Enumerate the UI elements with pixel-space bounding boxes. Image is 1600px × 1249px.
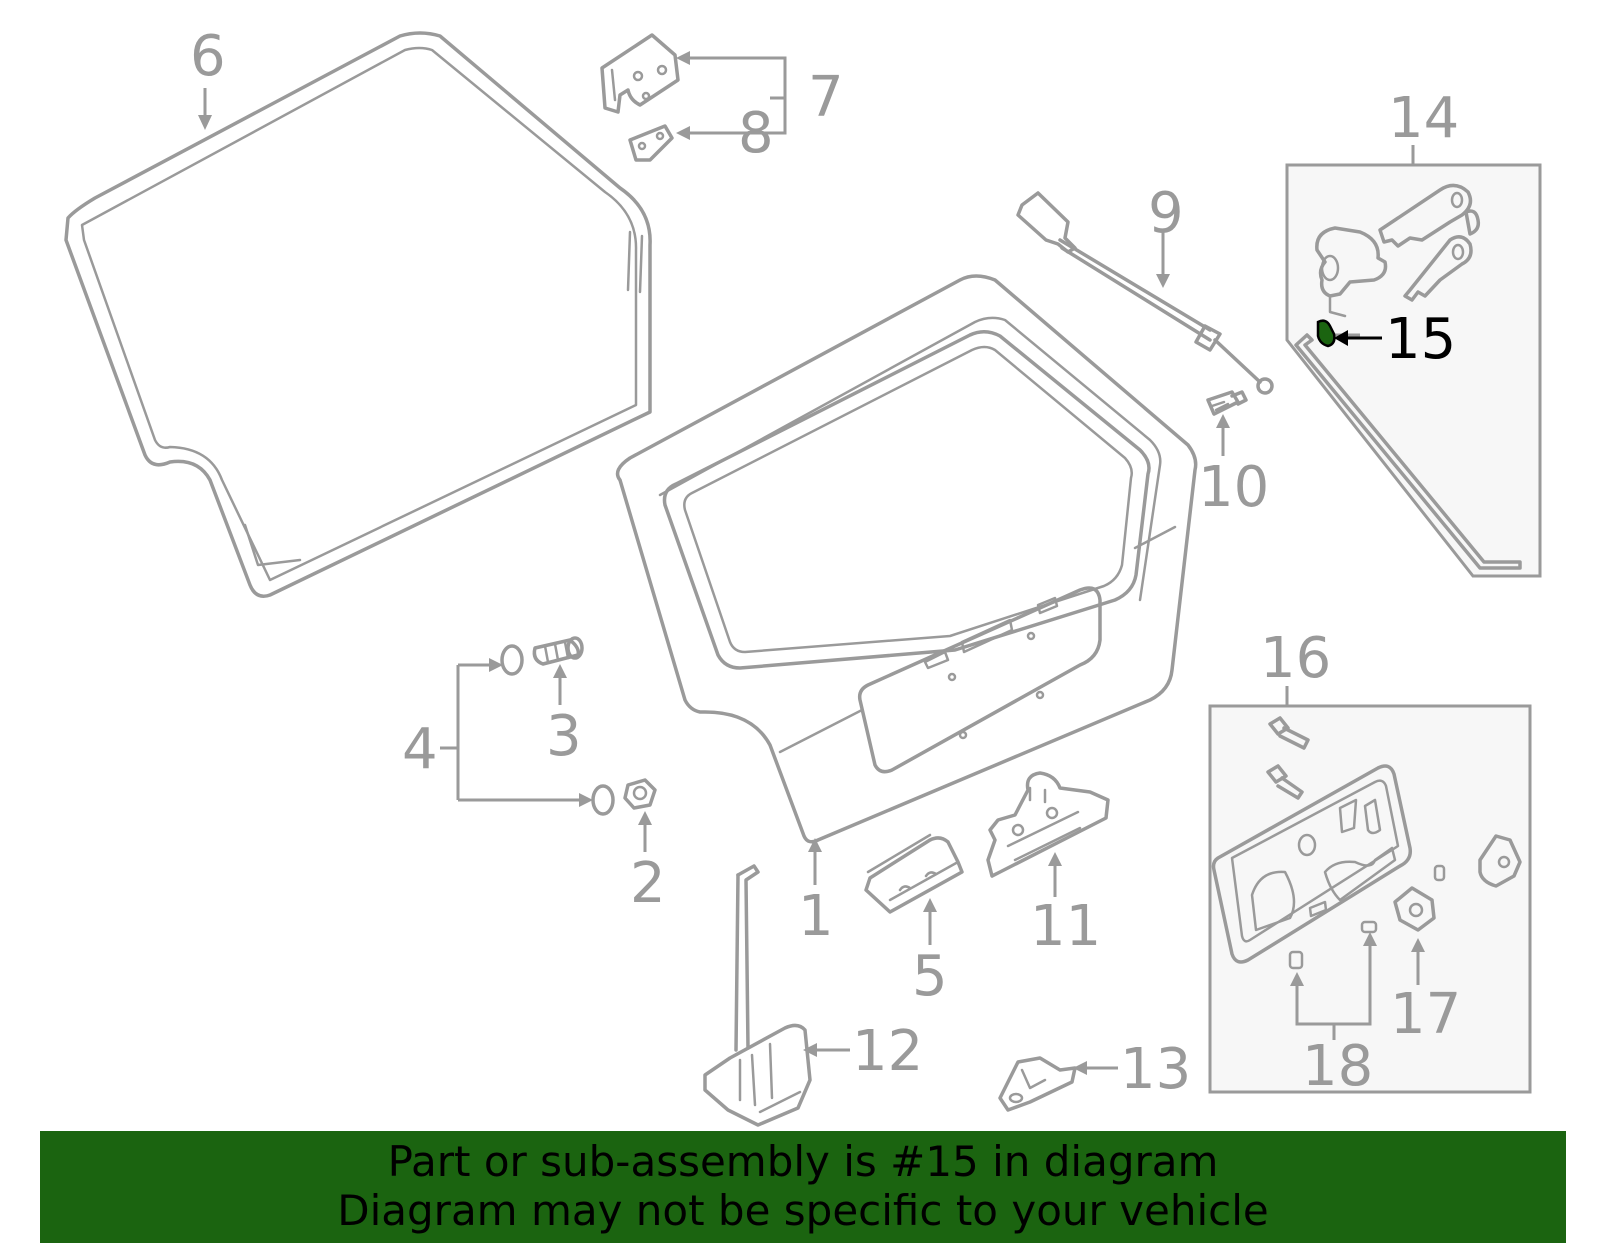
license-base-box-16 (1208, 686, 1532, 1094)
stopper-part-3 (532, 636, 584, 705)
label-3: 3 (546, 704, 582, 769)
bumper-stop-part-10 (1206, 390, 1248, 456)
label-10: 10 (1198, 455, 1269, 520)
striker-part-13 (998, 1056, 1118, 1112)
liftgate-part-1 (615, 274, 1198, 885)
label-6: 6 (190, 24, 226, 89)
hinge-part-7 (600, 33, 680, 114)
label-18: 18 (1302, 1034, 1373, 1099)
label-9: 9 (1148, 181, 1184, 246)
latch-part-12 (703, 864, 850, 1127)
label-11: 11 (1030, 894, 1101, 959)
clip-part-15-highlighted (1316, 319, 1382, 348)
lift-support-part-9 (1016, 191, 1274, 395)
label-7: 7 (808, 65, 844, 130)
label-2: 2 (630, 851, 666, 916)
washer-part-4 (440, 644, 615, 816)
label-4: 4 (402, 717, 438, 782)
label-13: 13 (1120, 1037, 1191, 1102)
highlight-banner: Part or sub-assembly is #15 in diagram D… (40, 1131, 1566, 1243)
shim-part-8 (628, 124, 674, 162)
banner-line-1: Part or sub-assembly is #15 in diagram (387, 1137, 1219, 1186)
label-12: 12 (852, 1019, 923, 1084)
handle-part-11 (986, 771, 1110, 897)
lock-set-box-14 (1285, 145, 1542, 578)
rear-glass-part-6 (64, 31, 652, 598)
label-14: 14 (1388, 86, 1459, 151)
banner-line-2: Diagram may not be specific to your vehi… (337, 1186, 1269, 1235)
label-5: 5 (912, 944, 948, 1009)
label-17: 17 (1390, 982, 1461, 1047)
license-lamp-part-5 (864, 833, 964, 945)
label-16: 16 (1260, 626, 1331, 691)
clip-part-2 (623, 778, 657, 852)
label-15: 15 (1385, 307, 1456, 372)
label-8: 8 (738, 101, 774, 166)
label-1: 1 (798, 884, 834, 949)
